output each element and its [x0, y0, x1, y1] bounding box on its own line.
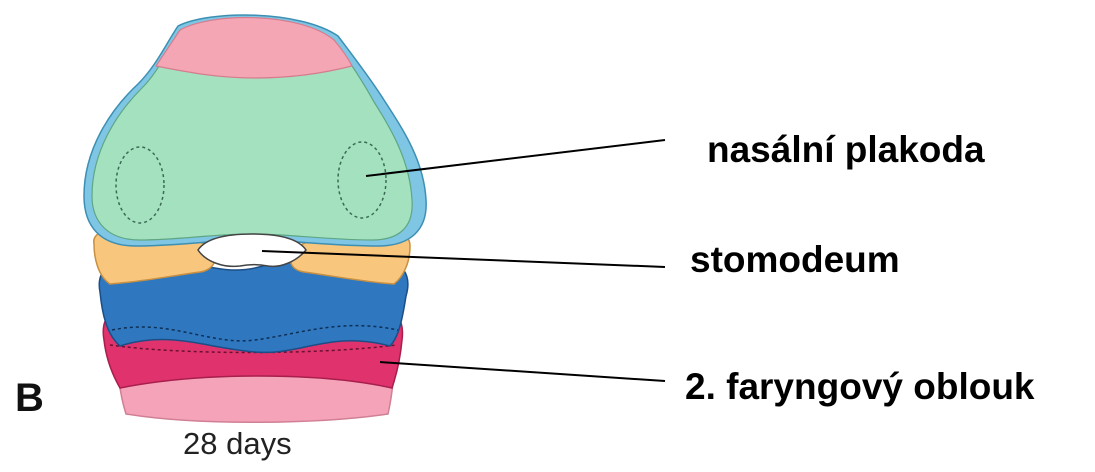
- label-second-pharyngeal-arch: 2. faryngový oblouk: [685, 368, 1035, 405]
- label-nasal-placode: nasální plakoda: [707, 131, 985, 168]
- label-stomodeum: stomodeum: [690, 241, 900, 278]
- stage-caption: 28 days: [183, 428, 292, 459]
- panel-letter: B: [15, 378, 44, 418]
- stomodeum-opening: [198, 234, 306, 266]
- leader-line-second-arch: [380, 362, 665, 381]
